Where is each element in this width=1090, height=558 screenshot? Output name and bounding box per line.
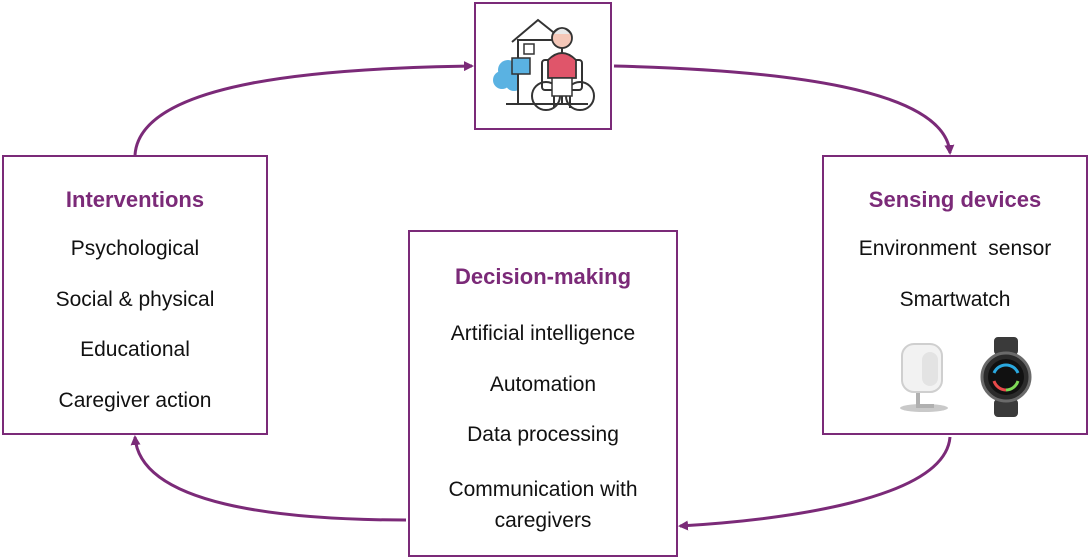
decision-making-box: Decision-making Artificial intelligence … <box>408 230 678 557</box>
arrow-interventions-to-top <box>133 61 474 156</box>
smartwatch-icon <box>980 337 1032 417</box>
decision-item-line: caregivers <box>494 508 592 532</box>
intervention-item: Social & physical <box>55 287 215 311</box>
sensing-devices-box: Sensing devices Environment sensor Smart… <box>822 155 1088 435</box>
sensing-item: Environment sensor <box>858 237 1052 260</box>
decision-item-line: Communication with <box>448 477 638 501</box>
intervention-item: Psychological <box>70 237 200 260</box>
environment-sensor-icon <box>900 343 948 412</box>
decision-item: Data processing <box>467 423 619 446</box>
arrow-sensing-to-decision <box>678 436 952 531</box>
sensing-item: Smartwatch <box>899 287 1011 311</box>
decision-making-title: Decision-making <box>454 264 632 289</box>
elderly-person-node <box>474 2 612 130</box>
decision-item: Communication with caregivers <box>410 474 676 536</box>
intervention-item: Caregiver action <box>58 388 212 412</box>
sensing-devices-title: Sensing devices <box>868 187 1042 212</box>
arrow-top-to-sensing <box>613 64 955 155</box>
elderly-person-wheelchair-home-icon <box>493 18 595 111</box>
interventions-box: Interventions Psychological Social & phy… <box>2 155 268 435</box>
decision-item: Artificial intelligence <box>450 322 636 345</box>
interventions-title: Interventions <box>65 187 205 212</box>
decision-item: Automation <box>489 372 597 396</box>
arrow-decision-to-interventions <box>130 435 407 522</box>
intervention-item: Educational <box>80 338 190 361</box>
